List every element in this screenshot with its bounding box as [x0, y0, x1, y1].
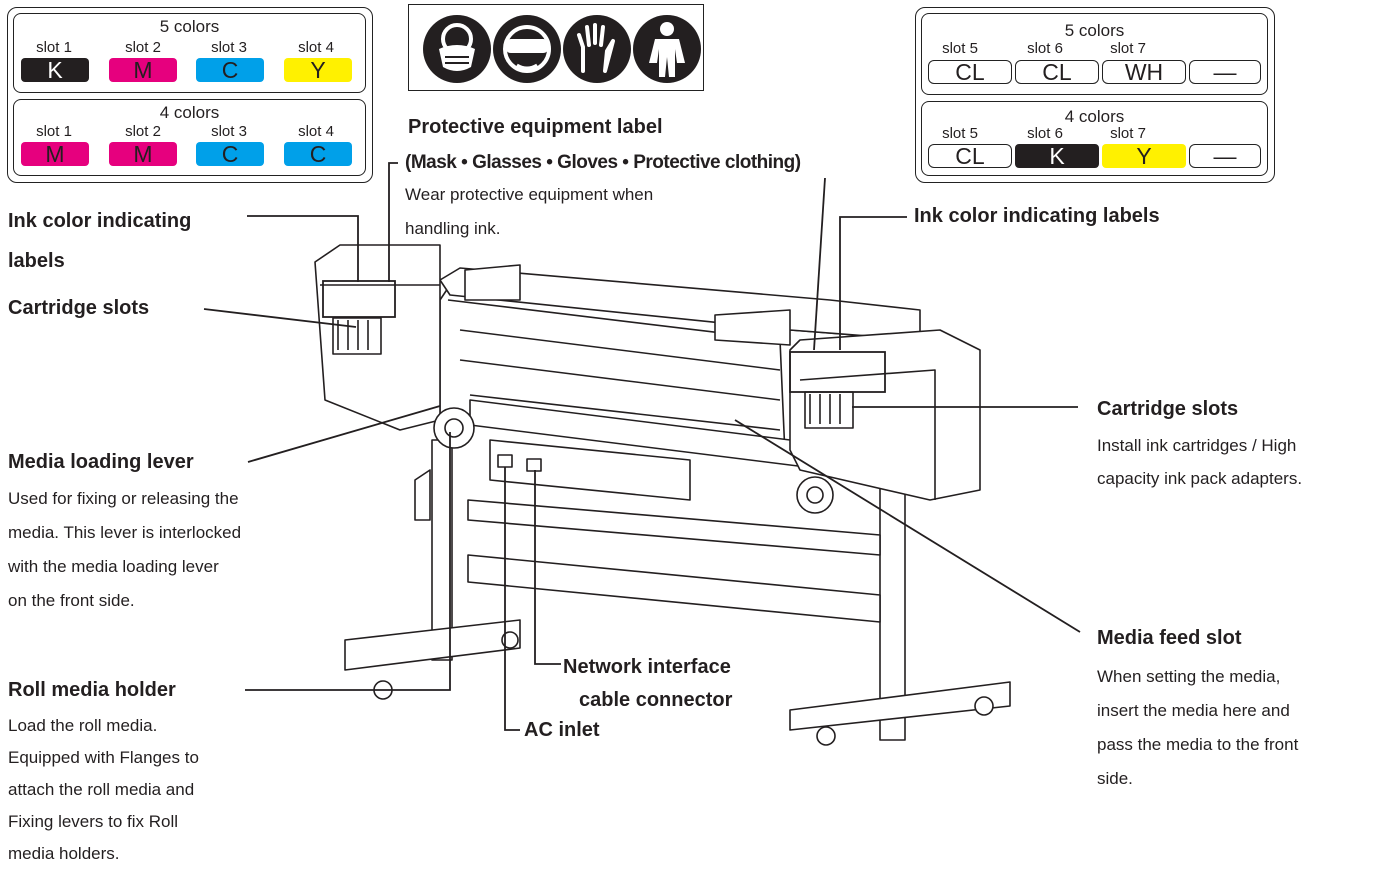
desc-line: capacity ink pack adapters.	[1097, 469, 1303, 488]
label-title: 5 colors	[159, 17, 220, 36]
slot-name: slot 6	[1027, 40, 1063, 57]
desc-line: pass the media to the front	[1097, 735, 1299, 754]
media-feed-desc: When setting the media, insert the media…	[1097, 660, 1298, 796]
desc-line: handling ink.	[405, 219, 501, 238]
title-line: labels	[8, 250, 65, 272]
ink-cell-c: C	[284, 142, 352, 166]
slot-name: slot 5	[942, 125, 978, 142]
slot-name: slot 3	[211, 123, 247, 140]
slot-name: slot 1	[36, 123, 72, 140]
desc-line: with the media loading lever	[8, 557, 219, 576]
slot-name: slot 7	[1110, 40, 1146, 57]
cartridge-left-title: Cartridge slots	[8, 297, 150, 319]
ink-cell-cl: CL	[928, 144, 1012, 168]
desc-line: Wear protective equipment when	[405, 185, 654, 204]
desc-line: Fixing levers to fix Roll	[8, 812, 179, 831]
ac-inlet-title: AC inlet	[524, 719, 600, 741]
slot-name: slot 4	[298, 123, 334, 140]
ink-color-right-title: Ink color indicating labels	[914, 205, 1160, 227]
desc-line: media. This lever is interlocked	[8, 523, 242, 542]
protective-clothing-icon	[633, 15, 701, 83]
desc-line: Load the roll media.	[8, 716, 158, 735]
ink-cell-m: M	[109, 142, 177, 166]
slot-name: slot 7	[1110, 125, 1146, 142]
desc-line: insert the media here and	[1097, 701, 1290, 720]
ink-cell-m: M	[21, 142, 89, 166]
ink-cell-c: C	[196, 142, 264, 166]
title-line: cable connector	[579, 689, 733, 711]
ink-label-left-5colors: 5 colors slot 1 slot 2 slot 3 slot 4 K M…	[13, 13, 366, 93]
ink-color-left-title: Ink color indicating labels	[8, 201, 191, 281]
ink-cell-y: Y	[1102, 144, 1186, 168]
ink-label-right-4colors: 4 colors slot 5 slot 6 slot 7 CL K Y —	[921, 101, 1268, 176]
cartridge-right-desc: Install ink cartridges / High capacity i…	[1097, 429, 1302, 495]
gloves-icon	[563, 15, 631, 83]
desc-line: side.	[1097, 769, 1133, 788]
ink-cell-y: Y	[284, 58, 352, 82]
ink-cell-empty: —	[1189, 144, 1261, 168]
label-title: 4 colors	[1064, 107, 1125, 126]
ink-label-right: 5 colors slot 5 slot 6 slot 7 CL CL WH —…	[915, 7, 1275, 183]
desc-line: Install ink cartridges / High	[1097, 436, 1297, 455]
ink-cell-k: K	[21, 58, 89, 82]
roll-holder-title: Roll media holder	[8, 679, 176, 701]
slot-name: slot 5	[942, 40, 978, 57]
roll-holder-desc: Load the roll media. Equipped with Flang…	[8, 710, 199, 870]
desc-line: Used for fixing or releasing the	[8, 489, 239, 508]
desc-line: on the front side.	[8, 591, 135, 610]
ink-cell-cl: CL	[928, 60, 1012, 84]
protective-label-desc: Wear protective equipment when handling …	[405, 181, 653, 243]
desc-line: When setting the media,	[1097, 667, 1281, 686]
cartridge-right-title: Cartridge slots	[1097, 398, 1239, 420]
ink-cell-m: M	[109, 58, 177, 82]
slot-name: slot 1	[36, 39, 72, 56]
ink-cell-c: C	[196, 58, 264, 82]
desc-line: media holders.	[8, 844, 120, 863]
desc-line: Equipped with Flanges to	[8, 748, 199, 767]
desc-line: attach the roll media and	[8, 780, 195, 799]
slot-name: slot 3	[211, 39, 247, 56]
label-title: 4 colors	[159, 103, 220, 122]
glasses-icon	[493, 15, 561, 83]
slot-name: slot 4	[298, 39, 334, 56]
protective-label-title: Protective equipment label	[408, 116, 663, 138]
ink-cell-wh: WH	[1102, 60, 1186, 84]
ink-label-right-5colors: 5 colors slot 5 slot 6 slot 7 CL CL WH —	[921, 13, 1268, 95]
title-line: Ink color indicating	[8, 210, 192, 232]
ink-label-left: 5 colors slot 1 slot 2 slot 3 slot 4 K M…	[7, 7, 373, 183]
title-line: Network interface	[563, 656, 731, 678]
protective-equipment-label	[408, 4, 704, 91]
ink-cell-empty: —	[1189, 60, 1261, 84]
ink-cell-cl: CL	[1015, 60, 1099, 84]
mask-icon	[423, 15, 491, 83]
label-title: 5 colors	[1064, 21, 1125, 40]
protective-label-subtitle: (Mask • Glasses • Gloves • Protective cl…	[405, 152, 801, 173]
media-feed-title: Media feed slot	[1097, 627, 1242, 649]
network-title: Network interface cable connector	[563, 651, 732, 717]
ink-cell-k: K	[1015, 144, 1099, 168]
slot-name: slot 2	[125, 39, 161, 56]
slot-name: slot 2	[125, 123, 161, 140]
media-lever-title: Media loading lever	[8, 451, 194, 473]
media-lever-desc: Used for fixing or releasing the media. …	[8, 482, 241, 618]
ink-label-left-4colors: 4 colors slot 1 slot 2 slot 3 slot 4 M M…	[13, 99, 366, 176]
slot-name: slot 6	[1027, 125, 1063, 142]
